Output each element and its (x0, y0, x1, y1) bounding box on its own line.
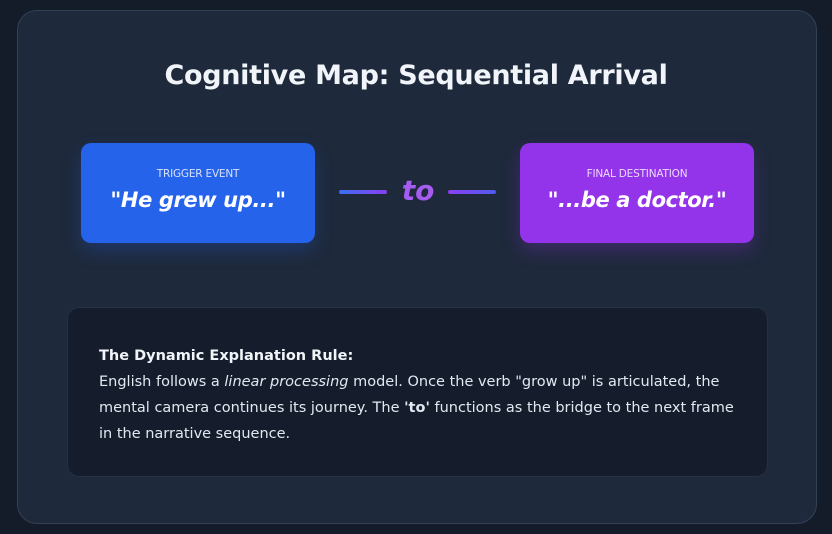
final-destination-node: FINAL DESTINATION "...be a doctor." (520, 143, 754, 243)
rule-text-emphasis: linear processing (224, 374, 349, 390)
rule-text-strong: 'to' (404, 400, 430, 416)
final-destination-label: FINAL DESTINATION (586, 168, 688, 180)
connector-word: to (401, 174, 435, 207)
trigger-event-node: TRIGGER EVENT "He grew up..." (81, 143, 315, 243)
connector-line-left (339, 190, 387, 194)
explanation-rule-text: The Dynamic Explanation Rule: English fol… (99, 343, 739, 447)
explanation-rule-box (67, 307, 768, 477)
rule-text-part-3: functions as the bridge to the next fram… (99, 400, 734, 442)
page-title: Cognitive Map: Sequential Arrival (164, 60, 668, 91)
trigger-event-quote: "He grew up..." (110, 188, 286, 212)
explanation-rule-heading: The Dynamic Explanation Rule: (99, 348, 354, 364)
trigger-event-label: TRIGGER EVENT (156, 168, 240, 180)
rule-text-part-1: English follows a (99, 374, 225, 390)
rule-text-part-2: model. Once the verb "grow up" is articu… (99, 374, 720, 416)
connector-line-right (448, 190, 496, 194)
final-destination-quote: "...be a doctor." (547, 188, 727, 212)
